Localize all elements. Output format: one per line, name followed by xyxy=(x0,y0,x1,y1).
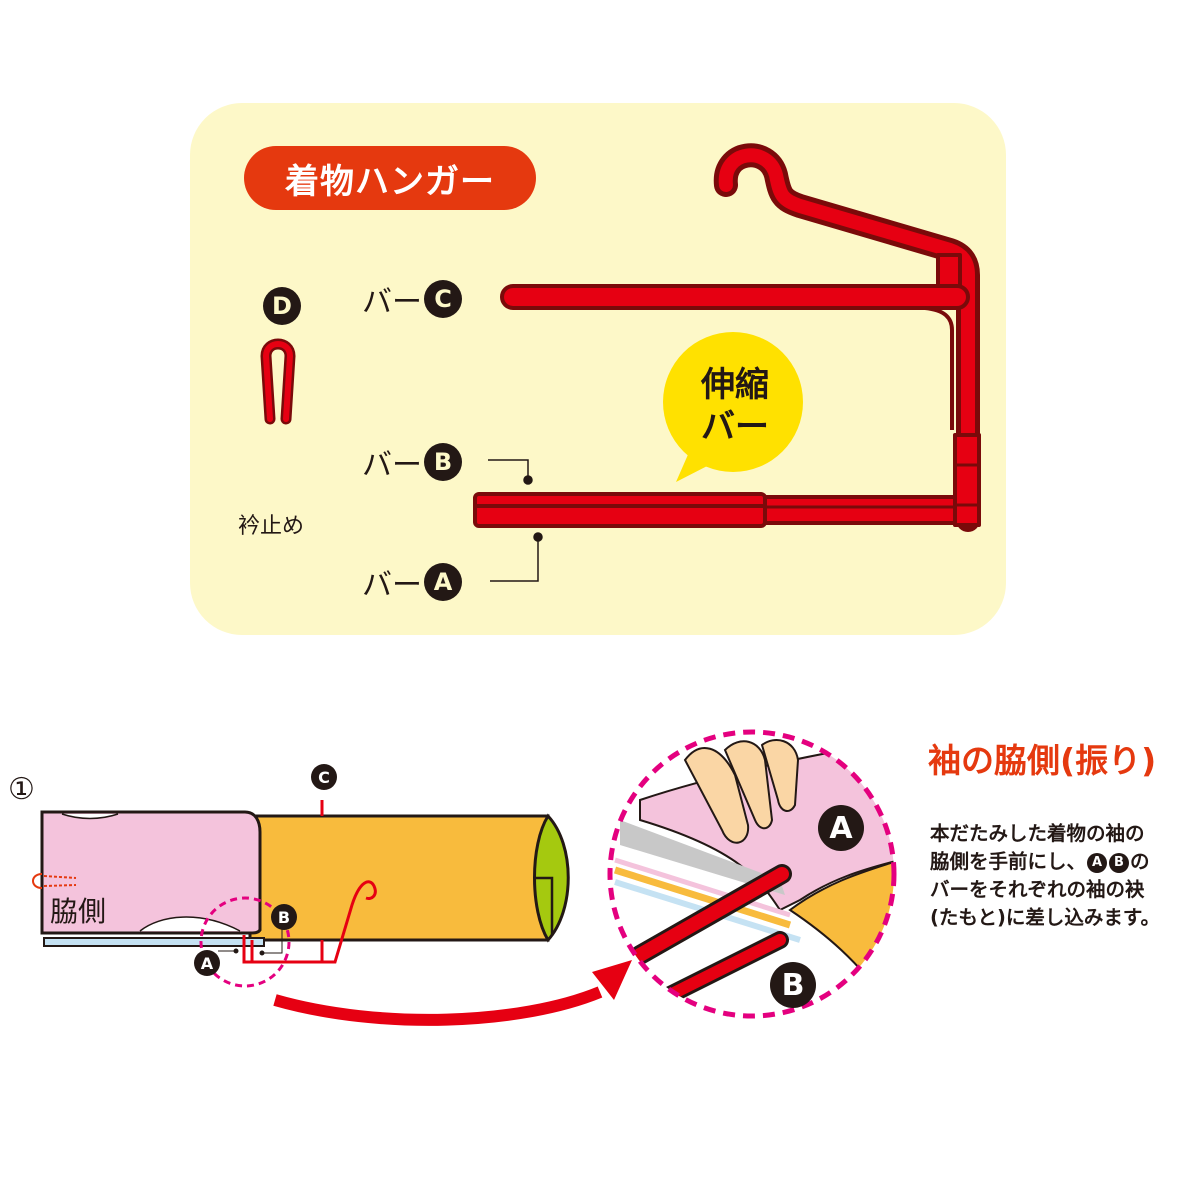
instruction-heading: 袖の脇側(振り) xyxy=(928,741,1157,780)
label-clip-d: D xyxy=(261,287,301,325)
bar-a-prefix: バー xyxy=(362,568,422,603)
bar-c-prefix: バー xyxy=(362,285,422,320)
focus-circle xyxy=(199,896,291,988)
leader-lines xyxy=(488,459,543,582)
curved-arrow xyxy=(273,960,632,1026)
detail-view xyxy=(607,729,897,1019)
small-hanger xyxy=(242,800,377,964)
collar-clip xyxy=(260,338,296,425)
step-number: ① xyxy=(8,772,35,807)
bubble-line-1: 伸縮 xyxy=(701,365,769,405)
bubble-text: 伸縮 バー xyxy=(680,364,790,448)
instruction-line-3: バーをそれぞれの袖の袂 xyxy=(930,878,1145,901)
side-label: 脇側 xyxy=(50,895,107,928)
bubble-line-2: バー xyxy=(701,407,769,447)
product-title: 着物ハンガー xyxy=(244,146,536,210)
label-bar-a: バー A xyxy=(362,560,462,604)
badge-b: B xyxy=(424,443,462,481)
label-bar-b: バー B xyxy=(362,440,462,484)
label-bar-c: バー C xyxy=(362,277,462,321)
bar-c xyxy=(500,284,970,430)
line2-post: の xyxy=(1130,850,1150,873)
bar-ab xyxy=(473,492,957,528)
badge-d: D xyxy=(263,287,301,325)
folded-kimono xyxy=(32,810,570,947)
detail-badge-a: A xyxy=(818,805,864,851)
inline-badge-a: A xyxy=(1087,853,1108,873)
small-leaders xyxy=(218,928,283,956)
step-badge-b: B xyxy=(271,904,297,930)
line2-pre: 脇側を手前にし、 xyxy=(930,850,1087,873)
bar-b-prefix: バー xyxy=(362,448,422,483)
badge-c: C xyxy=(424,280,462,318)
badge-a: A xyxy=(424,563,462,601)
clip-caption: 衿止め xyxy=(238,514,305,539)
instruction-line-4: (たもと)に差し込みます。 xyxy=(930,906,1160,929)
step-badge-c: C xyxy=(311,764,337,790)
inline-badge-b: B xyxy=(1109,853,1130,873)
detail-badge-b: B xyxy=(770,962,816,1008)
instruction-line-1: 本だたみした着物の袖の xyxy=(930,822,1145,845)
speech-bubble xyxy=(663,332,803,482)
step-badge-a: A xyxy=(194,950,220,976)
